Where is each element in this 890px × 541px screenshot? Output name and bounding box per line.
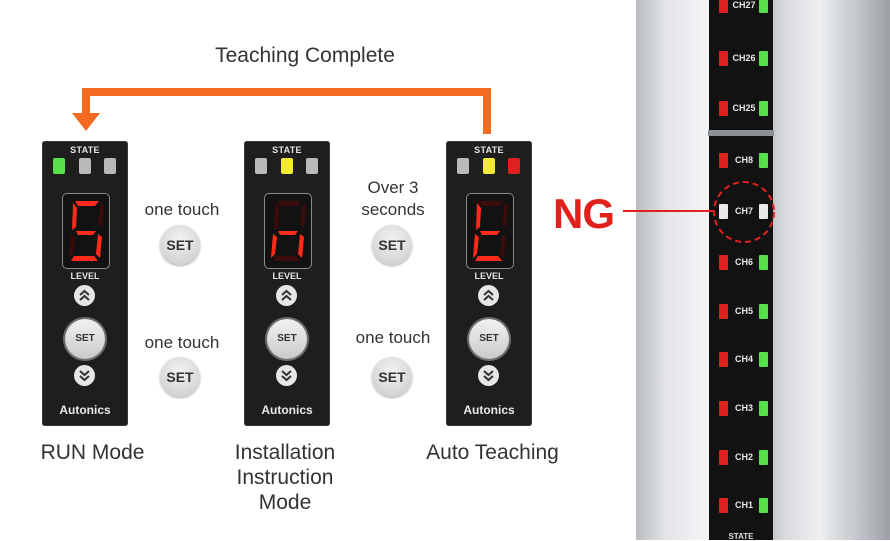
level-label: LEVEL: [70, 271, 100, 281]
channel-label: CH26: [732, 53, 756, 63]
channel-led-left: [719, 401, 728, 416]
device-set-button[interactable]: SET: [469, 319, 509, 359]
state-led-3: [104, 158, 116, 174]
state-led-2: [483, 158, 495, 174]
state-label: STATE: [70, 145, 100, 155]
set-label: SET: [75, 333, 95, 344]
device-auto-teaching: STATE LEVEL SET: [446, 141, 532, 426]
caption-run-mode: RUN Mode: [40, 441, 145, 464]
channel-label: CH8: [734, 155, 753, 165]
channel-led-right: [759, 255, 768, 270]
set-label: SET: [378, 369, 406, 385]
channel-led-right: [759, 0, 768, 13]
state-label: STATE: [474, 145, 504, 155]
up-button[interactable]: [478, 285, 499, 306]
channel-led-left: [719, 304, 728, 319]
seven-segment-display-s: [62, 193, 110, 269]
channel-label: CH6: [734, 257, 753, 267]
set-label: SET: [277, 333, 297, 344]
state-label: STATE: [272, 145, 302, 155]
channel-label: CH4: [734, 354, 753, 364]
state-led-1: [457, 158, 469, 174]
state-led-1: [255, 158, 267, 174]
diagram-title: Teaching Complete: [215, 44, 395, 67]
transition-install-auto-bottom: one touch: [355, 328, 431, 347]
device-run-mode: STATE LEVEL SET: [42, 141, 128, 426]
channel-led-right: [759, 101, 768, 116]
device-set-button[interactable]: SET: [267, 319, 307, 359]
chevron-up-icon: [483, 289, 494, 301]
state-led-2: [79, 158, 91, 174]
channel-label: CH3: [734, 403, 753, 413]
down-button[interactable]: [478, 365, 499, 386]
transition-run-install-top: one touch: [144, 200, 220, 219]
channel-led-left: [719, 0, 728, 13]
ng-label: NG: [553, 190, 615, 237]
channel-led-right: [759, 450, 768, 465]
channel-label: CH25: [732, 103, 756, 113]
up-button[interactable]: [74, 285, 95, 306]
channel-led-right: [759, 153, 768, 168]
level-label: LEVEL: [272, 271, 302, 281]
state-led-3: [306, 158, 318, 174]
channel-led-left: [719, 153, 728, 168]
strip-bottom-label: STATE: [728, 532, 754, 541]
channel-led-right: [759, 352, 768, 367]
channel-led-left: [719, 255, 728, 270]
chevron-down-icon: [483, 370, 494, 382]
channel-label: CH2: [734, 452, 753, 462]
strip-break: [708, 130, 774, 136]
set-label: SET: [378, 237, 406, 253]
up-button[interactable]: [276, 285, 297, 306]
transition-run-install-bottom: one touch: [144, 333, 220, 352]
level-label: LEVEL: [474, 271, 504, 281]
set-button-top-1: SET: [160, 225, 200, 265]
set-label: SET: [479, 333, 499, 344]
set-button-bottom-1: SET: [160, 357, 200, 397]
seven-segment-display-n: [264, 193, 312, 269]
chevron-up-icon: [281, 289, 292, 301]
channel-label: CH7: [734, 206, 753, 216]
chevron-up-icon: [79, 289, 90, 301]
channel-led-right: [759, 204, 768, 219]
device-set-button[interactable]: SET: [65, 319, 105, 359]
channel-label: CH5: [734, 306, 753, 316]
channel-led-left: [719, 51, 728, 66]
caption-installation-mode: Installation Instruction Mode: [234, 441, 336, 514]
channel-led-left: [719, 101, 728, 116]
brand-logo: Autonics: [59, 403, 111, 417]
state-led-2: [281, 158, 293, 174]
chevron-down-icon: [281, 370, 292, 382]
channel-label: CH1: [734, 500, 753, 510]
channel-led-right: [759, 498, 768, 513]
device-installation-mode: STATE LEVEL SET: [244, 141, 330, 426]
brand-logo: Autonics: [463, 403, 515, 417]
down-button[interactable]: [74, 365, 95, 386]
channel-led-right: [759, 304, 768, 319]
channel-label: CH27: [732, 0, 756, 10]
channel-led-right: [759, 51, 768, 66]
set-button-bottom-2: SET: [372, 357, 412, 397]
channel-led-right: [759, 401, 768, 416]
brand-logo: Autonics: [261, 403, 313, 417]
down-button[interactable]: [276, 365, 297, 386]
transition-install-auto-top: Over 3 seconds: [361, 178, 425, 219]
set-button-top-2: SET: [372, 225, 412, 265]
channel-led-left: [719, 450, 728, 465]
chevron-down-icon: [79, 370, 90, 382]
channel-led-left: [719, 498, 728, 513]
set-label: SET: [166, 237, 194, 253]
seven-segment-display-t: [466, 193, 514, 269]
set-label: SET: [166, 369, 194, 385]
state-led-3: [508, 158, 520, 174]
channel-led-left: [719, 204, 728, 219]
channel-led-left: [719, 352, 728, 367]
caption-auto-teaching: Auto Teaching: [426, 441, 559, 464]
state-led-1: [53, 158, 65, 174]
